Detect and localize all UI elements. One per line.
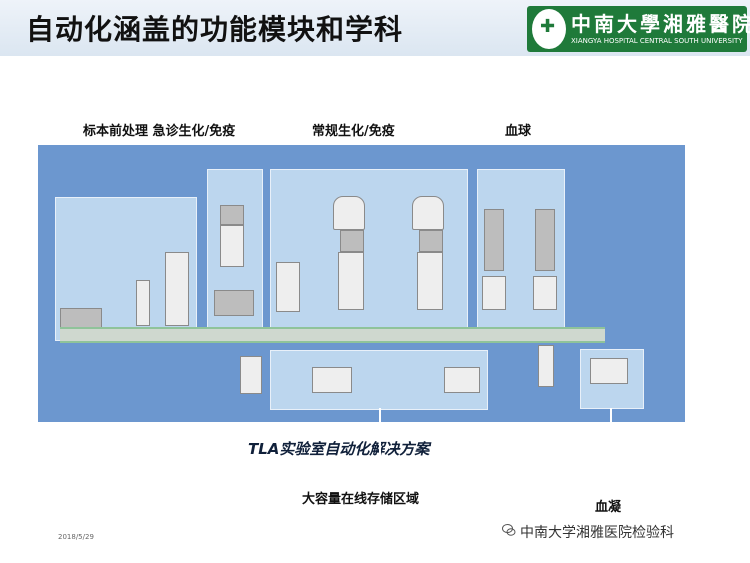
slide-title: 自动化涵盖的功能模块和学科 <box>26 13 404 46</box>
analyzer-module <box>419 230 443 252</box>
label-coag: 血凝 <box>595 500 622 515</box>
solution-caption: TLA实验室自动化解决方案 <box>248 440 430 458</box>
hospital-logo: 中南大學湘雅醫院 XIANGYA HOSPITAL CENTRAL SOUTH … <box>527 6 750 52</box>
analyzer-module <box>538 345 554 387</box>
analyzer-module <box>276 262 300 312</box>
leader-coag <box>610 408 612 492</box>
hospital-seal-icon <box>532 9 566 49</box>
wechat-account-name: 中南大学湘雅医院检验科 <box>520 525 674 541</box>
analyzer-module <box>484 209 504 271</box>
analyzer-module <box>136 280 150 326</box>
analyzer-module <box>165 252 189 326</box>
analyzer-module <box>338 252 364 310</box>
analyzer-module <box>535 209 555 271</box>
leader-storage <box>379 408 381 486</box>
storage-module <box>312 367 352 393</box>
analyzer-module <box>220 225 244 267</box>
label-routine: 常规生化/免疫 <box>312 124 395 139</box>
analyzer-module <box>533 276 557 310</box>
label-preprocess: 标本前处理 急诊生化/免疫 <box>83 124 236 139</box>
label-blood: 血球 <box>505 124 532 139</box>
storage-module <box>444 367 480 393</box>
wechat-icon <box>502 523 516 537</box>
wechat-watermark: 中南大学湘雅医院检验科 <box>502 522 674 542</box>
slide-header: 自动化涵盖的功能模块和学科 中南大學湘雅醫院 XIANGYA HOSPITAL … <box>0 0 750 56</box>
analyzer-module <box>240 356 262 394</box>
analyzer-module <box>482 276 506 310</box>
slide-date: 2018/5/29 <box>58 533 94 541</box>
logo-chinese-name: 中南大學湘雅醫院 <box>571 12 750 36</box>
label-storage: 大容量在线存储区域 <box>302 492 420 507</box>
analyzer-module <box>412 196 444 230</box>
analyzer-module <box>340 230 364 252</box>
analyzer-module <box>220 205 244 225</box>
analyzer-module <box>590 358 628 384</box>
logo-english-name: XIANGYA HOSPITAL CENTRAL SOUTH UNIVERSIT… <box>571 37 743 45</box>
analyzer-module <box>214 290 254 316</box>
sample-conveyor-track <box>60 327 605 343</box>
analyzer-module <box>333 196 365 230</box>
analyzer-module <box>417 252 443 310</box>
